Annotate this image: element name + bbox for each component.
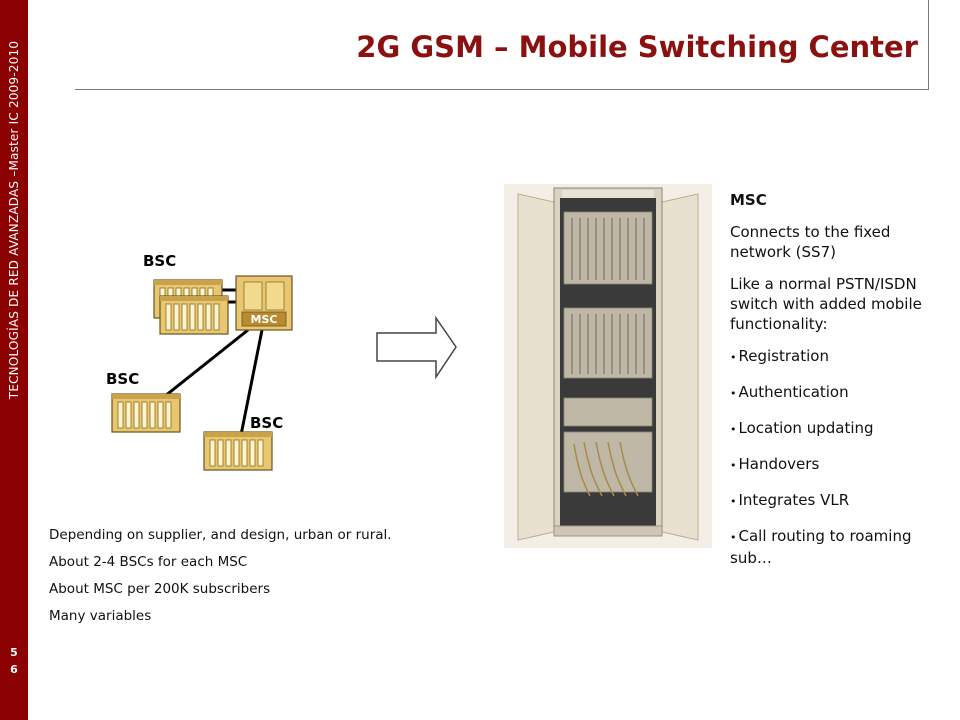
bsc-label: BSC	[143, 252, 176, 270]
page-number-digit: 5	[10, 646, 18, 659]
panel-paragraph: Connects to the fixed network (SS7)	[730, 223, 891, 261]
bsc-label: BSC	[250, 414, 283, 432]
bullet-item: Call routing to roaming sub…	[730, 526, 930, 568]
title-divider-vertical	[928, 0, 929, 90]
bullet-item: Authentication	[730, 382, 930, 404]
link-line	[159, 328, 249, 402]
notes-list: Depending on supplier, and design, urban…	[49, 527, 392, 635]
note-item: About 2-4 BSCs for each MSC	[49, 554, 248, 570]
page-number: 5 6	[0, 644, 28, 678]
arrow-right-icon	[376, 315, 457, 380]
note-item: About MSC per 200K subscribers	[49, 581, 271, 597]
msc-label: MSC	[251, 313, 278, 326]
panel-heading: MSC	[730, 191, 767, 209]
panel-paragraph: Like a normal PSTN/ISDN switch with adde…	[730, 275, 922, 333]
title-divider	[75, 89, 929, 90]
sidebar: TECNOLOGÍAS DE RED AVANZADAS –Master IC …	[0, 0, 28, 720]
bullet-item: Integrates VLR	[730, 490, 930, 512]
msc-box: MSC	[235, 275, 293, 331]
note-item: Depending on supplier, and design, urban…	[49, 527, 392, 543]
bsc-box-left	[111, 393, 181, 433]
bullet-item: Handovers	[730, 454, 930, 476]
msc-description: MSC Connects to the fixed network (SS7) …	[730, 190, 930, 582]
note-item: Many variables	[49, 608, 152, 624]
page-title: 2G GSM – Mobile Switching Center	[356, 30, 918, 64]
bsc-box-top-front	[159, 295, 229, 335]
bsc-box-bottom	[203, 431, 273, 471]
network-diagram: MSC BSC BSC BSC	[106, 252, 457, 471]
bsc-label: BSC	[106, 370, 139, 388]
link-line	[238, 329, 264, 441]
msc-rack-photo	[504, 184, 712, 548]
page-number-digit: 6	[10, 663, 18, 676]
bullet-item: Registration	[730, 346, 930, 368]
bullet-item: Location updating	[730, 418, 930, 440]
